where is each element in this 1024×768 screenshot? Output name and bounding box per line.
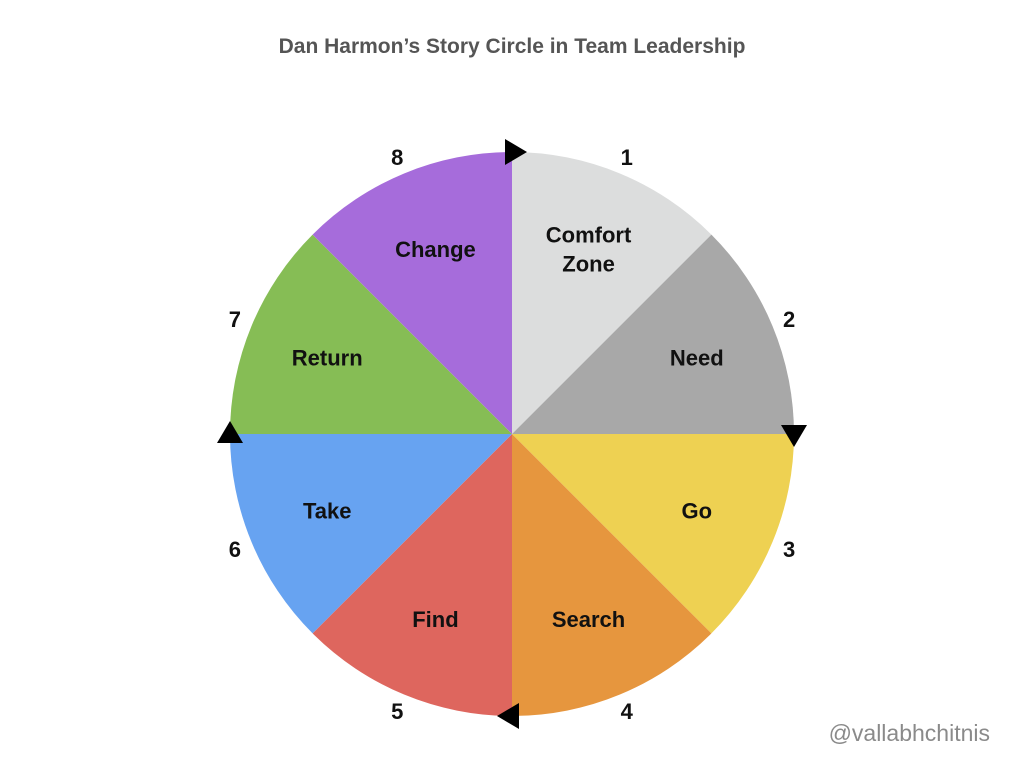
segment-label-2: Need <box>670 345 724 370</box>
step-number-5: 5 <box>391 699 403 724</box>
step-number-3: 3 <box>783 537 795 562</box>
author-credit: @vallabhchitnis <box>829 720 990 746</box>
segment-label-5: Find <box>412 607 458 632</box>
segment-label-line: Need <box>670 345 724 370</box>
segment-step-5 <box>312 434 512 716</box>
segment-step-3 <box>512 434 794 634</box>
step-number-1: 1 <box>621 145 633 170</box>
segment-label-line: Return <box>292 345 363 370</box>
step-number-6: 6 <box>229 537 241 562</box>
direction-arrows <box>217 139 807 729</box>
arrow-icon-up <box>217 421 243 443</box>
segment-step-1 <box>512 152 712 434</box>
story-circle <box>230 152 794 716</box>
segment-step-4 <box>512 434 712 716</box>
segment-label-line: Search <box>552 607 625 632</box>
arrow-icon-down <box>781 425 807 447</box>
segment-step-6 <box>230 434 512 634</box>
segment-label-3: Go <box>681 499 712 524</box>
diagram-title: Dan Harmon’s Story Circle in Team Leader… <box>279 35 746 58</box>
step-numbers: 1 2 3 4 5 6 7 8 <box>229 145 796 724</box>
step-number-8: 8 <box>391 145 403 170</box>
segment-step-7 <box>230 234 512 434</box>
segment-label-6: Take <box>303 499 352 524</box>
segment-label-line: Go <box>681 499 712 524</box>
segment-label-line: Find <box>412 607 458 632</box>
segment-label-8: Change <box>395 237 476 262</box>
segment-label-7: Return <box>292 345 363 370</box>
segment-label-line: Change <box>395 237 476 262</box>
arrow-icon-left <box>497 703 519 729</box>
segment-label-4: Search <box>552 607 625 632</box>
step-number-7: 7 <box>229 307 241 332</box>
arrow-icon-right <box>505 139 527 165</box>
segment-step-8 <box>312 152 512 434</box>
segment-label-line: Zone <box>562 252 615 277</box>
step-number-2: 2 <box>783 307 795 332</box>
segment-label-line: Comfort <box>546 223 632 248</box>
segment-step-2 <box>512 234 794 434</box>
segment-label-line: Take <box>303 499 352 524</box>
step-number-4: 4 <box>621 699 634 724</box>
